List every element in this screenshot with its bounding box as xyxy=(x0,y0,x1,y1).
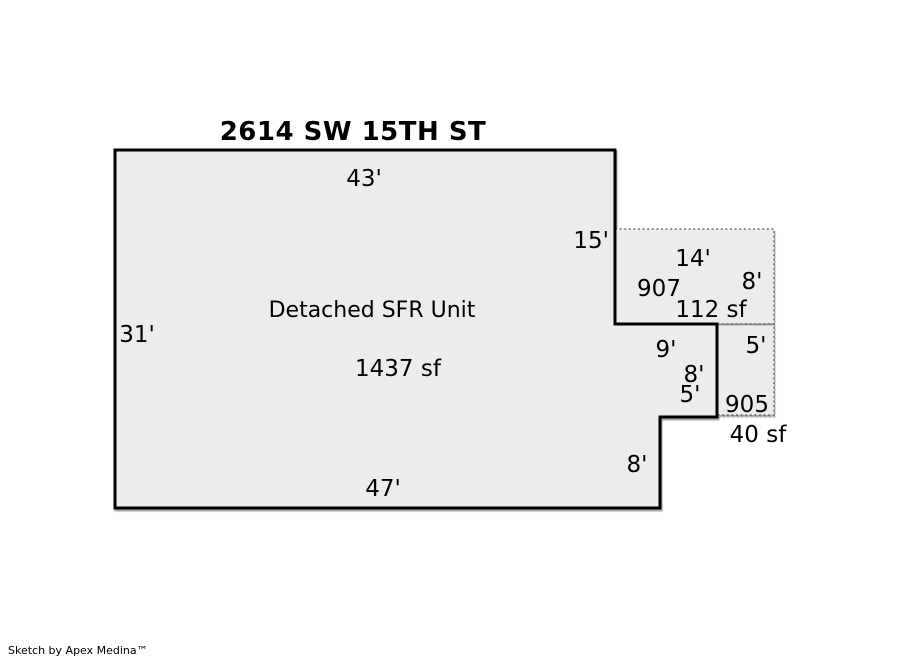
dim-label-bottom: 47' xyxy=(365,476,401,502)
sketch-credit: Sketch by Apex Medina™ xyxy=(8,644,148,657)
unit-name-label: Detached SFR Unit xyxy=(269,298,476,323)
area-905-id-label: 905 xyxy=(725,392,769,418)
area-905-area-label: 40 sf xyxy=(730,422,788,448)
dim-label-left: 31' xyxy=(119,322,155,348)
area-905-width-label: 5' xyxy=(746,333,767,359)
area-905-region xyxy=(716,323,775,416)
dim-label-notch-bottom: 5' xyxy=(680,382,701,408)
main-unit-outline xyxy=(113,148,719,510)
area-907-depth-label: 8' xyxy=(742,269,763,295)
dim-label-notch-right: 8' xyxy=(684,362,705,388)
dim-label-notch-left: 8' xyxy=(627,452,648,478)
area-907-area-label: 112 sf xyxy=(675,297,747,323)
dim-label-top: 43' xyxy=(346,166,382,192)
page-title: 2614 SW 15TH ST xyxy=(220,117,487,147)
unit-area-label: 1437 sf xyxy=(355,356,442,382)
area-907-width-label: 14' xyxy=(675,246,711,272)
dim-label-right-upper: 15' xyxy=(573,228,609,254)
dim-label-notch-top: 9' xyxy=(656,337,677,363)
area-907-region xyxy=(614,228,775,325)
area-907-id-label: 907 xyxy=(637,276,681,302)
